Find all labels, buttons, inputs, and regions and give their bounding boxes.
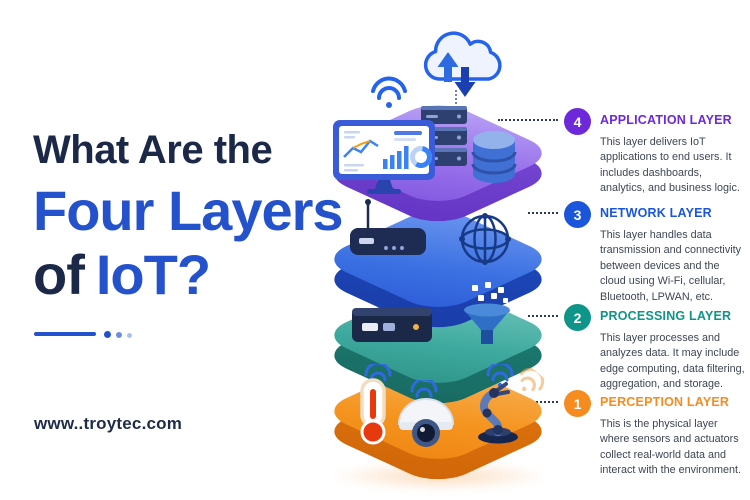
layer-description: This layer delivers IoT applications to … [600,136,740,195]
title-underline [34,332,96,336]
upload-arrow-icon [437,52,459,82]
security-camera-icon [397,398,455,447]
data-funnel-icon [464,282,510,344]
layer-title: NETWORK LAYER [600,206,712,220]
dotted-leader-line [528,401,558,403]
page-title-line1: What Are the [33,128,273,172]
layer-title: PERCEPTION LAYER [600,395,730,409]
title-prefix: of [33,243,85,306]
robot-arm-icon [478,382,518,444]
title-highlight: IoT? [95,243,211,306]
cloud-sync-icon [423,31,502,97]
globe-network-icon [459,213,511,265]
edge-device-icon [352,308,432,342]
page-title-line2: Four Layers [33,179,344,242]
website-url: www..troytec.com [34,414,183,433]
download-arrow-icon [454,67,476,97]
dotted-leader-line [498,119,558,121]
dashboard-monitor-icon [333,120,435,194]
router-icon [350,199,426,255]
decoration-dot [127,333,132,338]
decoration-dot [104,331,111,338]
dotted-leader-line [528,212,558,214]
wifi-icon [371,76,407,108]
decoration-dot [116,332,122,338]
layer-title: APPLICATION LAYER [600,113,732,127]
layer-number-badge: 4 [564,108,591,135]
layer-number-badge: 3 [564,201,591,228]
layer-number-badge: 1 [564,390,591,417]
database-icon [471,131,517,183]
layer-title: PROCESSING LAYER [600,309,732,323]
layer-description: This is the physical layer where sensors… [600,418,742,477]
thermometer-icon [360,378,386,445]
layer-number-badge: 2 [564,304,591,331]
dotted-leader-line [528,315,558,317]
layer-description: This layer handles data transmission and… [600,229,742,303]
layer-description: This layer processes and analyzes data. … [600,332,745,391]
